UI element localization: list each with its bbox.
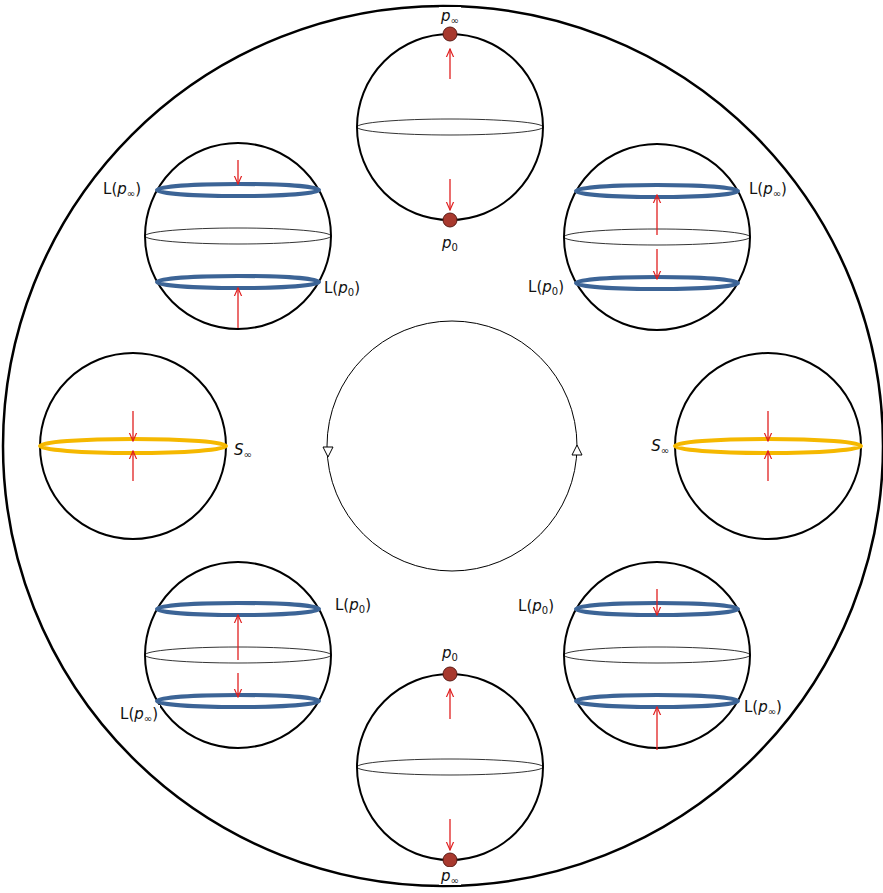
point-dot bbox=[443, 853, 457, 867]
sphere-figure bbox=[357, 27, 543, 227]
point-label: p0 bbox=[440, 644, 460, 662]
sphere-outline bbox=[564, 144, 750, 330]
sphere-node: L(p0)L(p∞) bbox=[145, 562, 331, 748]
flow-arrow bbox=[656, 707, 657, 750]
flow-arrow bbox=[237, 160, 238, 184]
blue-band bbox=[157, 184, 319, 196]
sphere-node: L(p∞)L(p0) bbox=[145, 143, 331, 329]
direction-triangle bbox=[323, 447, 333, 457]
blue-band bbox=[576, 695, 738, 707]
equator bbox=[564, 647, 750, 663]
sphere-figure bbox=[564, 562, 750, 750]
sphere-outline bbox=[357, 674, 543, 860]
point-label: L(p0) bbox=[516, 597, 556, 615]
yellow-band bbox=[40, 439, 226, 453]
sphere-node: L(p0)L(p∞) bbox=[564, 562, 750, 748]
flow-arrow bbox=[767, 451, 768, 481]
point-label: L(p∞) bbox=[747, 180, 789, 198]
sphere-figure bbox=[145, 143, 331, 329]
sphere-outline bbox=[675, 353, 861, 539]
yellow-band bbox=[675, 439, 861, 453]
flow-arrow bbox=[656, 195, 657, 235]
flow-arrow bbox=[449, 179, 450, 210]
sphere-node: p∞p0 bbox=[357, 34, 543, 220]
sphere-outline bbox=[357, 34, 543, 220]
point-label: p0 bbox=[440, 234, 460, 252]
point-label: L(p∞) bbox=[742, 698, 784, 716]
sphere-figure bbox=[675, 353, 861, 539]
point-dot bbox=[443, 213, 457, 227]
direction-triangle bbox=[572, 445, 582, 455]
equator bbox=[357, 759, 543, 775]
sphere-figure bbox=[145, 562, 331, 748]
flow-arrow bbox=[656, 589, 657, 615]
sphere-figure bbox=[357, 667, 543, 867]
point-label: L(p0) bbox=[333, 596, 373, 614]
blue-band bbox=[157, 603, 319, 615]
point-label: p∞ bbox=[439, 7, 461, 25]
sphere-outline bbox=[145, 143, 331, 329]
sphere-outline bbox=[145, 562, 331, 748]
point-dot bbox=[443, 667, 457, 681]
flow-arrow bbox=[449, 689, 450, 719]
sphere-outline bbox=[40, 353, 226, 539]
point-label: S∞ bbox=[232, 441, 254, 459]
point-label: S∞ bbox=[649, 437, 671, 455]
point-label: p∞ bbox=[439, 867, 461, 885]
sphere-node: L(p∞)L(p0) bbox=[564, 144, 750, 330]
blue-band bbox=[157, 276, 319, 288]
flow-arrow bbox=[449, 819, 450, 850]
point-label: L(p∞) bbox=[118, 705, 160, 723]
flow-arrow bbox=[767, 411, 768, 441]
outer-circle bbox=[3, 6, 883, 886]
equator bbox=[145, 228, 331, 244]
inner-circle bbox=[327, 321, 577, 571]
flow-arrow bbox=[237, 615, 238, 660]
flow-arrow bbox=[132, 451, 133, 481]
flow-arrow bbox=[449, 49, 450, 79]
point-label: L(p∞) bbox=[101, 180, 143, 198]
point-label: L(p0) bbox=[322, 279, 362, 297]
sphere-figure bbox=[40, 353, 226, 539]
flow-arrow bbox=[656, 249, 657, 279]
flow-arrow bbox=[237, 288, 238, 328]
flow-arrow bbox=[237, 673, 238, 697]
sphere-figure bbox=[564, 144, 750, 330]
equator bbox=[357, 119, 543, 135]
sphere-node: S∞ bbox=[40, 353, 226, 539]
point-dot bbox=[443, 27, 457, 41]
flow-arrow bbox=[132, 411, 133, 441]
sphere-node: S∞ bbox=[675, 353, 861, 539]
point-label: L(p0) bbox=[526, 278, 566, 296]
sphere-node: p0p∞ bbox=[357, 674, 543, 860]
